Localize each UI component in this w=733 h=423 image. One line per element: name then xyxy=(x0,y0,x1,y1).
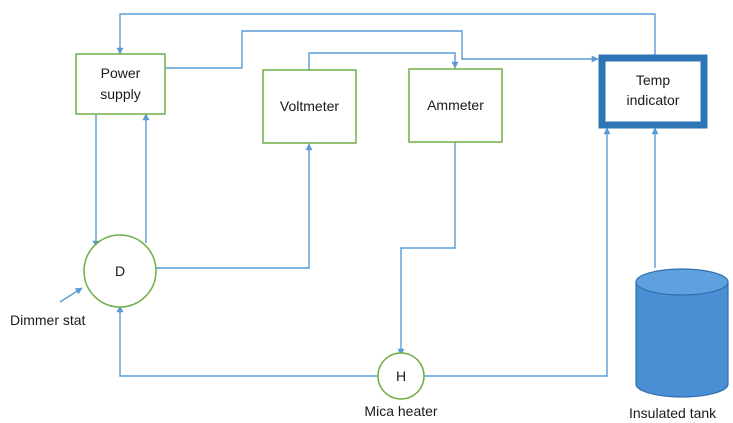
power-supply-box: Power supply xyxy=(75,53,166,115)
wire-power-supply-to-temp-indicator xyxy=(165,30,599,69)
power-supply-label-line1: Power xyxy=(101,65,141,81)
ammeter-label: Ammeter xyxy=(427,97,484,113)
dimmer-label: D xyxy=(115,263,125,279)
temp-indicator-label-line2: indicator xyxy=(627,92,680,108)
dimmer-node: D xyxy=(83,234,157,308)
temp-indicator-label-line1: Temp xyxy=(636,72,670,88)
wire-temp-to-power-supply xyxy=(116,13,656,55)
temp-indicator-box: Temp indicator xyxy=(598,54,708,129)
power-supply-label-line2: supply xyxy=(100,86,140,102)
mica-heater-caption: Mica heater xyxy=(364,403,437,419)
wire-heater-to-dimmer xyxy=(116,305,378,377)
wiring xyxy=(59,13,659,377)
insulated-tank-cylinder xyxy=(635,268,729,398)
wire-voltmeter-to-ammeter xyxy=(308,52,459,70)
heater-label: H xyxy=(396,368,406,384)
heater-node: H xyxy=(377,352,425,400)
wire-heater-to-temp-indicator xyxy=(424,127,611,377)
voltmeter-box: Voltmeter xyxy=(262,69,357,144)
insulated-tank-caption: Insulated tank xyxy=(629,405,717,421)
wire-ammeter-to-heater xyxy=(397,141,456,356)
dimmer-stat-caption: Dimmer stat xyxy=(10,312,86,328)
dimmer-stat-pointer xyxy=(59,287,83,303)
ammeter-box: Ammeter xyxy=(408,68,503,143)
voltmeter-label: Voltmeter xyxy=(280,98,339,114)
wire-dimmer-to-voltmeter xyxy=(156,143,313,269)
